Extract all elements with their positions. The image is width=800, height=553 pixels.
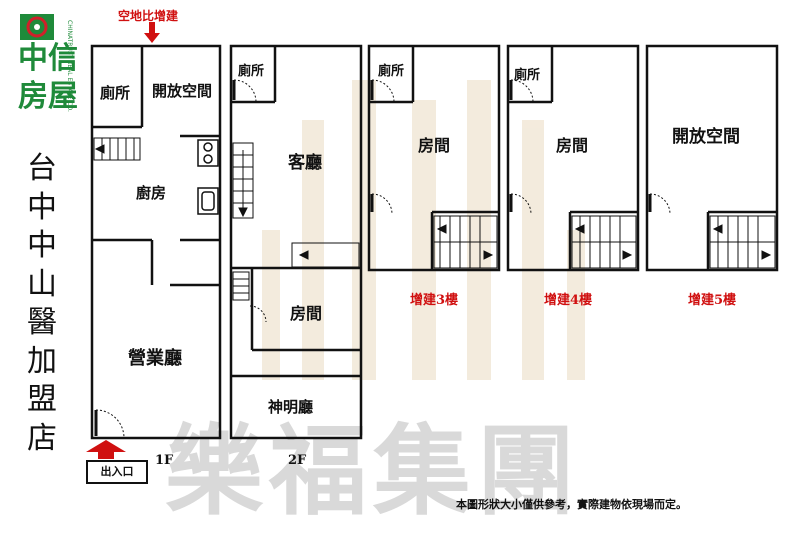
f4-toilet-label: 廁所 <box>514 68 541 83</box>
f2-shrine-hall-label: 神明廳 <box>268 398 314 416</box>
svg-text:CHINATRUST REAL ESTATE CO.: CHINATRUST REAL ESTATE CO. <box>66 20 73 112</box>
floor5-label: 增建5樓 <box>688 293 737 308</box>
floor1-label: 1F <box>155 453 174 468</box>
store-title-char: 盟 <box>27 382 57 417</box>
floor4-label: 增建4樓 <box>544 293 593 308</box>
f1-open-space-label: 開放空間 <box>152 82 213 100</box>
watermark-text: 樂福集團 <box>165 414 582 529</box>
store-title-char: 中 <box>27 228 57 263</box>
store-title-char: 山 <box>27 266 57 302</box>
f2-toilet-label: 廁所 <box>238 64 265 79</box>
floor2-label: 2F <box>288 453 307 468</box>
store-title-char: 中 <box>27 189 57 225</box>
f4-room-label: 房間 <box>556 136 589 155</box>
store-title: 台 中 中 山 醫 加 盟 店 <box>22 150 62 458</box>
f3-room-label: 房間 <box>418 136 451 155</box>
company-logo: CHINATRUST REAL ESTATE CO. 中信 房屋 <box>6 8 88 126</box>
f1-kitchen-label: 廚房 <box>136 184 167 202</box>
store-title-char: 店 <box>27 420 57 456</box>
logo-text-top: 中信 <box>18 41 78 76</box>
store-title-char: 台 <box>27 151 57 186</box>
f1-business-hall-label: 營業廳 <box>128 348 182 369</box>
store-title-char: 醫 <box>27 305 57 340</box>
entrance-label: 出入口 <box>86 460 148 484</box>
store-title-char: 加 <box>27 343 57 379</box>
f1-toilet-label: 廁所 <box>100 84 131 102</box>
floor3-label: 增建3樓 <box>410 293 459 308</box>
f2-room-label: 房間 <box>290 304 323 323</box>
disclaimer-note: 本圖形狀大小僅供參考，實際建物依現場而定。 <box>456 498 687 511</box>
addition-annotation: 空地比增建 <box>118 9 179 23</box>
f2-living-room-label: 客廳 <box>288 153 322 173</box>
f5-open-space-label: 開放空間 <box>672 127 740 147</box>
logo-text-bottom: 房屋 <box>18 79 78 114</box>
f3-toilet-label: 廁所 <box>378 64 405 79</box>
